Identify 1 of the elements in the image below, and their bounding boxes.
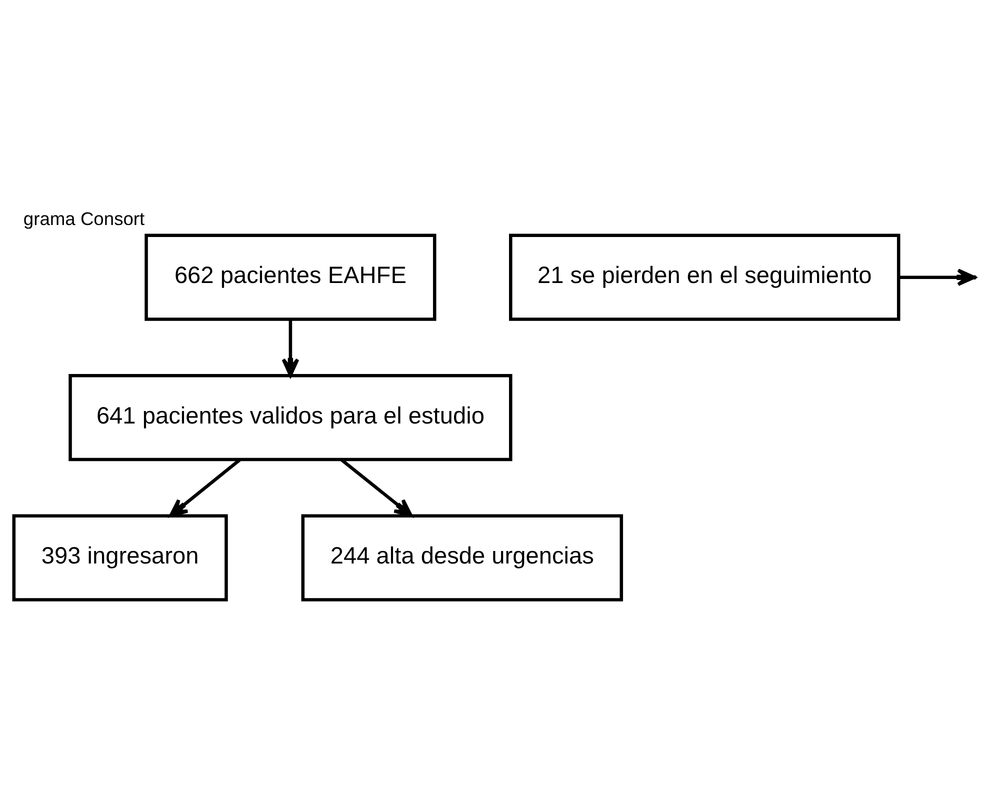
diagram-title: grama Consort [23,208,145,230]
